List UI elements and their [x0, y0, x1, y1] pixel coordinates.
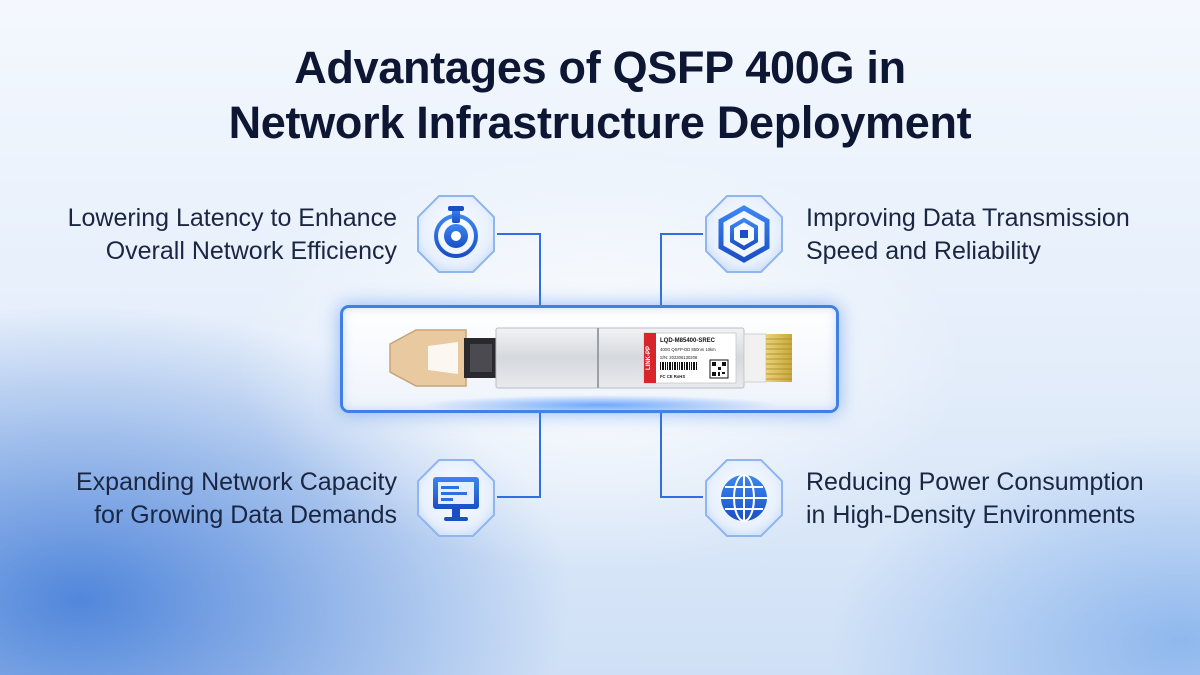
feature-speed: Improving Data Transmission Speed and Re…: [806, 204, 1130, 265]
qsfp-module-image: LINK-PP LQD-M85400-SREC 400G QSFP-DD 850…: [389, 327, 792, 389]
label-barcode: [660, 362, 697, 370]
feature-latency: Lowering Latency to Enhance Overall Netw…: [67, 204, 397, 265]
label-spec: 400G QSFP-DD 850nm 10km: [660, 347, 716, 352]
feature-power: Reducing Power Consumption in High-Densi…: [806, 468, 1144, 529]
page-title: Advantages of QSFP 400G in Network Infra…: [0, 40, 1200, 150]
label-brand: LINK-PP: [646, 346, 652, 370]
frame-glow: [420, 395, 780, 415]
label-model: LQD-M85400-SREC: [660, 338, 716, 344]
gold-contacts: [766, 334, 792, 382]
globe-icon: [703, 457, 785, 539]
title-line-1: Advantages of QSFP 400G in: [294, 42, 906, 93]
chip-cube-icon: [703, 193, 785, 275]
label-serial: S/N: 202306130206: [660, 355, 698, 360]
latency-gauge-icon: [415, 193, 497, 275]
feature-capacity: Expanding Network Capacity for Growing D…: [76, 468, 397, 529]
label-qr-code: [709, 359, 729, 379]
title-line-2: Network Infrastructure Deployment: [228, 97, 972, 148]
monitor-icon: [415, 457, 497, 539]
label-certs: FC CE RoHS: [660, 374, 685, 379]
